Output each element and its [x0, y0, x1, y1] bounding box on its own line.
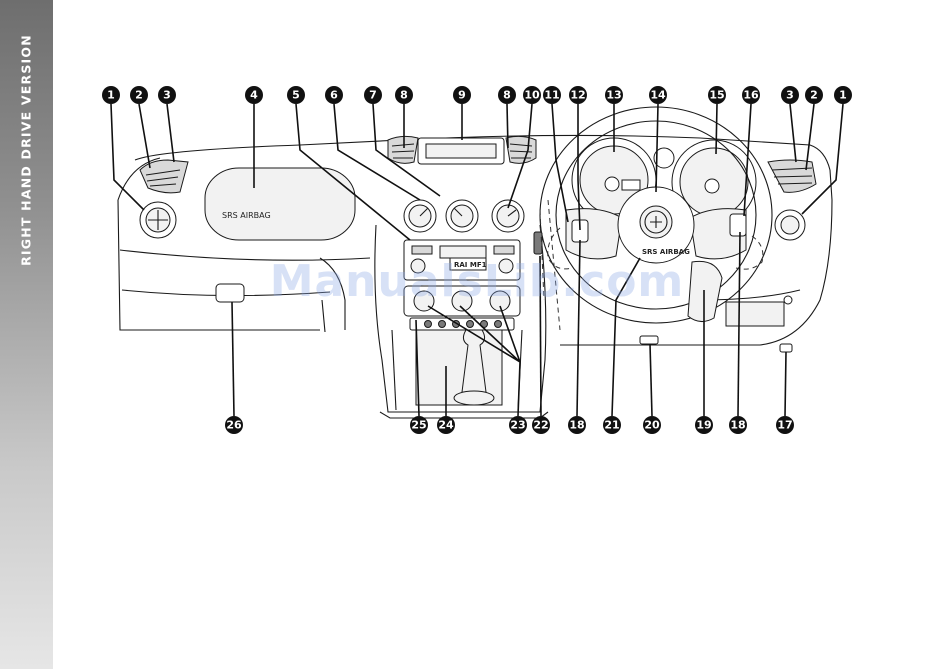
callout-14: 14 — [649, 86, 667, 104]
svg-text:23: 23 — [510, 419, 525, 432]
svg-text:8: 8 — [503, 89, 511, 102]
svg-text:18: 18 — [730, 419, 745, 432]
svg-text:18: 18 — [569, 419, 584, 432]
callout-18-right: 18 — [729, 416, 747, 434]
svg-text:22: 22 — [533, 419, 548, 432]
callout-17: 17 — [776, 416, 794, 434]
svg-text:2: 2 — [810, 89, 818, 102]
svg-text:1: 1 — [107, 89, 115, 102]
left-round-vent — [140, 202, 176, 238]
wheel-airbag-text: SRS AIRBAG — [642, 248, 690, 256]
callout-1-left: 1 — [102, 86, 120, 104]
lower-left-switch — [216, 284, 244, 302]
callout-19: 19 — [695, 416, 713, 434]
svg-text:7: 7 — [369, 89, 377, 102]
svg-text:9: 9 — [458, 89, 466, 102]
svg-text:25: 25 — [411, 419, 426, 432]
callout-3-left: 3 — [158, 86, 176, 104]
svg-text:15: 15 — [709, 89, 724, 102]
svg-text:4: 4 — [250, 89, 258, 102]
svg-text:19: 19 — [696, 419, 711, 432]
center-info-display — [418, 138, 504, 164]
callout-8-left: 8 — [395, 86, 413, 104]
callout-3-right: 3 — [781, 86, 799, 104]
svg-text:5: 5 — [292, 89, 300, 102]
callout-25: 25 — [410, 416, 428, 434]
svg-text:13: 13 — [606, 89, 621, 102]
callout-2-left: 2 — [130, 86, 148, 104]
callout-7: 7 — [364, 86, 382, 104]
svg-text:16: 16 — [743, 89, 759, 102]
callout-12: 12 — [569, 86, 587, 104]
callout-2-right: 2 — [805, 86, 823, 104]
callout-4: 4 — [245, 86, 263, 104]
svg-text:6: 6 — [330, 89, 338, 102]
svg-text:14: 14 — [650, 89, 666, 102]
callout-18-left: 18 — [568, 416, 586, 434]
callout-24: 24 — [437, 416, 455, 434]
passenger-airbag-panel: SRS AIRBAG — [205, 168, 355, 240]
svg-text:21: 21 — [604, 419, 619, 432]
callout-9: 9 — [453, 86, 471, 104]
callout-6: 6 — [325, 86, 343, 104]
left-side-vent — [140, 160, 188, 193]
svg-text:20: 20 — [644, 419, 660, 432]
callout-22: 22 — [532, 416, 550, 434]
callout-23: 23 — [509, 416, 527, 434]
callout-20: 20 — [643, 416, 661, 434]
callout-13: 13 — [605, 86, 623, 104]
center-gauges — [404, 200, 524, 232]
svg-text:11: 11 — [544, 89, 559, 102]
callout-26: 26 — [225, 416, 243, 434]
svg-text:8: 8 — [400, 89, 408, 102]
svg-text:10: 10 — [524, 89, 540, 102]
callout-15: 15 — [708, 86, 726, 104]
svg-text:12: 12 — [570, 89, 585, 102]
callout-16: 16 — [742, 86, 760, 104]
svg-text:1: 1 — [839, 89, 847, 102]
watermark: ManualsLib.com — [267, 256, 687, 307]
svg-text:17: 17 — [777, 419, 792, 432]
callout-1-right: 1 — [834, 86, 852, 104]
svg-text:3: 3 — [163, 89, 171, 102]
svg-text:26: 26 — [226, 419, 242, 432]
callout-10: 10 — [523, 86, 541, 104]
passenger-airbag-text: SRS AIRBAG — [222, 211, 271, 220]
callout-5: 5 — [287, 86, 305, 104]
callout-11: 11 — [543, 86, 561, 104]
right-side-vent — [768, 160, 816, 192]
right-round-vent — [775, 210, 805, 240]
callout-8-right: 8 — [498, 86, 516, 104]
svg-text:3: 3 — [786, 89, 794, 102]
svg-text:24: 24 — [438, 419, 454, 432]
svg-text:2: 2 — [135, 89, 143, 102]
callout-21: 21 — [603, 416, 621, 434]
